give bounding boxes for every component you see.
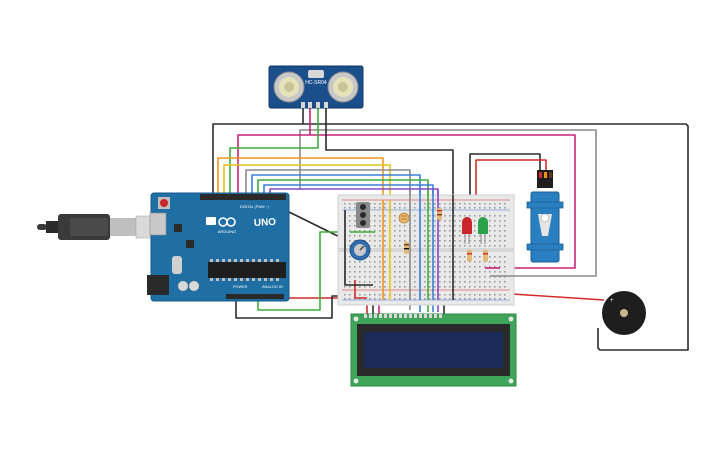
arduino-analog-label: ANALOG IN — [262, 285, 283, 289]
arduino-uno-board[interactable]: UNO ARDUINO DIGITAL (PWM ~) POWER ANALOG… — [147, 192, 290, 302]
breadboard-jumpers — [344, 190, 520, 300]
wire-sensor-gnd — [325, 108, 454, 195]
pushbutton-icon[interactable] — [356, 202, 370, 228]
wire-black-outer-loop — [212, 123, 689, 351]
arduino-brand-label: ARDUINO — [218, 229, 236, 234]
atmega-chip — [208, 262, 286, 278]
wire-sensor-echo-green — [229, 108, 319, 193]
photoresistor-icon — [398, 212, 410, 224]
servo-motor-icon[interactable] — [526, 170, 564, 263]
arduino-digital-label: DIGITAL (PWM ~) — [240, 205, 269, 209]
ultrasonic-sensor[interactable]: HC-SR04 — [268, 65, 364, 109]
led-icon-red — [462, 217, 472, 244]
usb-plug-icon — [37, 214, 163, 240]
led-icon-green — [478, 217, 488, 244]
piezo-buzzer-icon[interactable]: + — [602, 291, 646, 335]
wire-black-bottom — [235, 295, 340, 319]
lcd-pin-header — [364, 314, 442, 318]
arduino-board-label: UNO — [254, 217, 277, 229]
wire-green-bottom — [257, 231, 350, 311]
arduino-power-label: POWER — [233, 285, 248, 289]
lcd-display[interactable] — [350, 313, 517, 387]
sensor-model-label: HC-SR04 — [305, 80, 327, 86]
potentiometer-icon[interactable] — [349, 239, 371, 261]
wire-black-led — [469, 153, 541, 230]
wire-magenta-servo-loop — [237, 134, 576, 269]
wire-gray-servo-loop — [299, 129, 597, 277]
lcd-screen — [364, 332, 503, 368]
power-jack — [147, 275, 169, 295]
buzzer-plus-mark: + — [610, 298, 614, 304]
arduino-logo-icon — [218, 217, 236, 227]
sensor-pins — [301, 102, 328, 108]
wire-red-buzzer — [511, 293, 605, 301]
resistor-icon — [404, 208, 488, 262]
